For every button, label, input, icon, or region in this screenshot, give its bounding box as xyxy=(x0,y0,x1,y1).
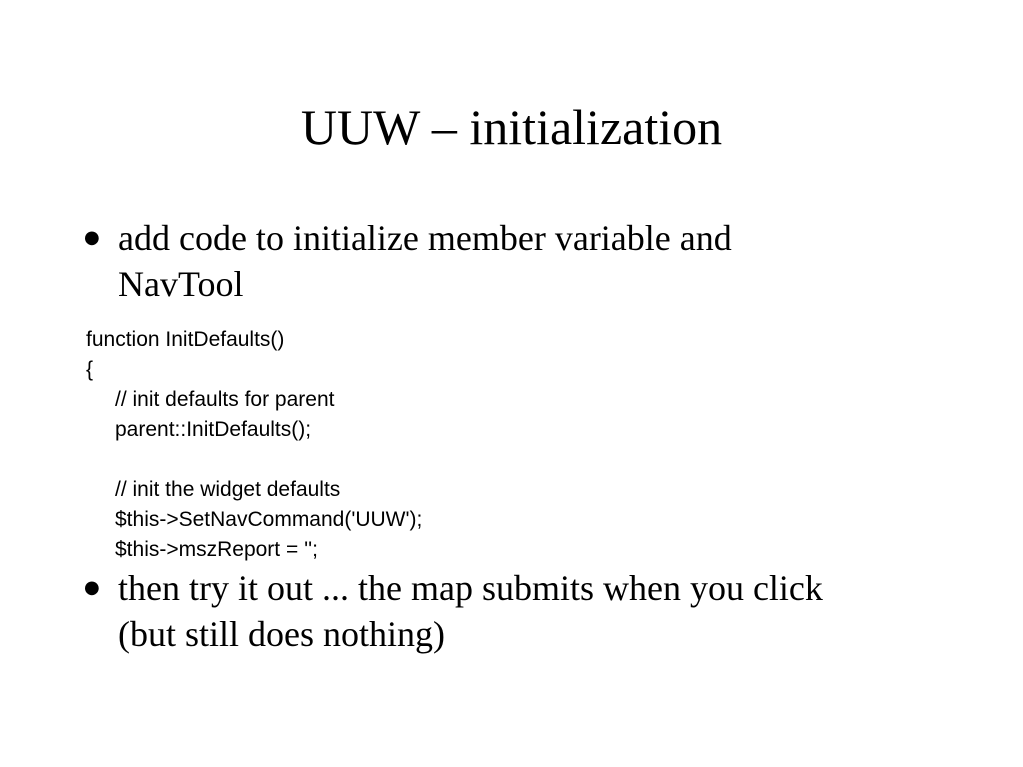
code-line: // init the widget defaults xyxy=(115,478,341,501)
bullet-marker: ● xyxy=(84,577,100,598)
code-line: function InitDefaults() xyxy=(86,328,285,351)
code-line: $this->SetNavCommand('UUW'); xyxy=(115,508,423,531)
code-block: function InitDefaults() { // init defaul… xyxy=(86,325,686,565)
code-line xyxy=(86,445,686,475)
code-line: $this->mszReport = ''; xyxy=(115,538,318,561)
code-line: { xyxy=(86,358,94,381)
bullet-text: then try it out ... the map submits when… xyxy=(118,568,823,654)
bullet-text: add code to initialize member variable a… xyxy=(118,218,732,304)
code-line: parent::InitDefaults(); xyxy=(115,418,312,441)
bullet-item: ● add code to initialize member variable… xyxy=(84,215,964,307)
code-line: // init defaults for parent xyxy=(115,388,335,411)
bullet-marker: ● xyxy=(84,227,100,248)
slide-title: UUW – initialization xyxy=(300,99,723,155)
bullet-item: ● then try it out ... the map submits wh… xyxy=(84,565,964,657)
